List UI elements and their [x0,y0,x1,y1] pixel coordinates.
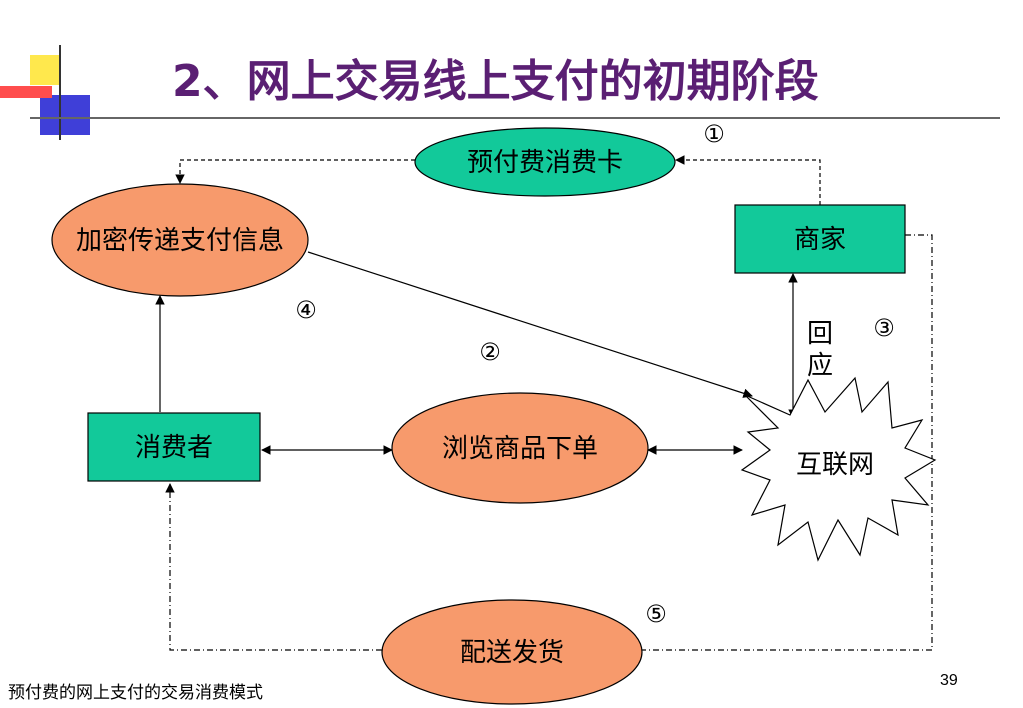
node-merchant-label: 商家 [794,225,846,255]
edge-merchant-to-card [675,155,821,205]
edge-merchant-to-delivery [642,234,933,651]
node-consumer [87,412,261,482]
edge-encrypt-to-internet [307,251,753,398]
step-marker-1: ① [703,120,725,148]
node-encrypt-label: 加密传递支付信息 [76,226,284,256]
node-browse-label: 浏览商品下单 [442,434,598,464]
node-browse [391,392,649,504]
edge-card-to-encrypt [175,159,415,184]
slide-caption: 预付费的网上支付的交易消费模式 [8,683,263,703]
node-consumer-label: 消费者 [135,433,213,463]
node-internet [740,376,937,562]
node-encrypt [51,183,309,297]
node-internet-label: 互联网 [796,450,874,480]
page-title: 2、网上交易线上支付的初期阶段 [172,56,819,107]
step-marker-3: ③ [873,314,895,342]
edge-delivery-to-consumer [165,483,382,651]
step-marker-4: ④ [295,296,317,324]
page-number: 39 [940,672,958,689]
node-prepaid-card [414,127,676,197]
logo-square-yellow [30,55,60,85]
respond-label-1: 回 [807,319,833,349]
node-prepaid-card-label: 预付费消费卡 [467,148,623,178]
step-marker-2: ② [479,338,501,366]
node-merchant [734,204,906,274]
logo-bar-red [0,86,52,98]
node-delivery-label: 配送发货 [460,638,564,668]
logo-square-blue [40,95,90,135]
respond-label-2: 应 [807,351,833,381]
step-marker-5: ⑤ [645,600,667,628]
node-delivery [381,599,643,705]
